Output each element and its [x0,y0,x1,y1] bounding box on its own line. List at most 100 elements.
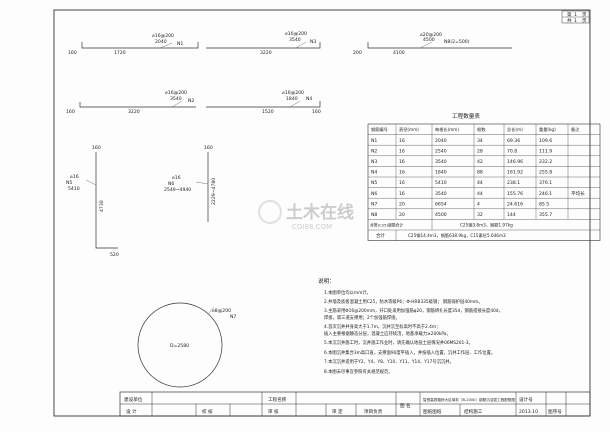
n8-left-dim: 200 [353,50,362,56]
table-cell: N7 [371,201,377,207]
table-header-cell: 钢筋编号 [371,126,388,133]
bar-n6: 160 ⌀16 N6 2549~4940 2229~4780 [164,145,217,222]
title-block: 建设单位 工程名称 设 计 校 核 审 核 审 定 项目负责 图 名 智慧高铁路… [119,391,591,417]
note-line: 6.本图沉井集合3m高口直，支撑面90度平插入，并按插入位置，沉井工作层、工作位… [324,349,495,356]
note-line: 焊接，第三道支撑用；2个加强筋焊接。 [324,314,400,321]
n5-length: 4730 [99,200,105,212]
n3-cut-length: 3540 [289,37,301,43]
n8-length: 4100 [393,50,405,56]
table-cell: 4500 [435,212,447,218]
watermark: 土木在线 COI88.COM [257,199,354,231]
watermark-cn: 土木在线 [286,202,354,223]
n1-diameter: ⌀16@200 [152,33,174,39]
watermark-en: COI88.COM [292,223,332,231]
table-cell: 2540 [435,148,447,154]
table-cell: 28 [477,148,483,154]
table-header-cell: 重量(kg) [539,126,556,133]
n8-diameter: ⌀20@200 [420,32,442,38]
table-sum-value: C25钢3.8m3，钢筋1.97kg [460,222,513,229]
n5-cut-length: 5410 [68,186,80,192]
table-cell: N1 [371,138,377,144]
table-cell: 109.6 [539,138,552,144]
n3-tag: N3 [310,39,316,45]
table-cell: N5 [371,180,377,186]
note-line: 8.本图未尽事宜参照有关规范规范。 [324,368,393,375]
table-header-cell: 根数 [477,126,486,133]
table-cell: 246.1 [539,191,552,197]
n6-top-dim: 160 [204,145,213,151]
table-cell: 255.8 [539,170,552,176]
note-line: 插入主要根据静态分层，混凝土应持续浇，地基承载力≥200kPa。 [324,330,451,337]
sheet-number-box: 第 1 页 共 1 页 [561,10,590,24]
n6-length: 2229~4780 [211,178,217,205]
n4-length: 1520 [262,109,274,115]
table-cell: 70.8 [507,148,517,154]
table-title: 工程数量表 [452,112,480,120]
table-cell: 1840 [435,170,447,176]
table-cell: 4 [477,201,480,207]
n3-diameter: ⌀16@200 [285,31,307,37]
table-header-cell: 直径(mm) [399,126,419,132]
n4-cut-length: 1840 [286,96,298,102]
table-cell: 232.2 [539,159,552,165]
table-cell: 161.92 [507,170,523,176]
table-cell: 85.5 [539,201,549,207]
table-cell: 34 [477,138,483,144]
n7-diameter: ⌀8@200 [212,308,231,314]
notes-heading: 说明： [318,277,335,285]
table-cell: 376.1 [539,180,552,186]
n5-diameter: ⌀16 [70,174,79,180]
table-cell: 42 [477,159,483,165]
table-total-label: 合计 [376,232,385,239]
tb-project-lead: 项目负责 [364,408,383,415]
tb-check: 校 核 [202,408,213,415]
table-cell: N3 [371,159,377,165]
table-header-cell: 每根长(mm) [435,126,459,133]
bar-n1: 160 1720 ⌀16@200 2040 N1 [68,33,199,56]
note-line: 3.主筋采用Φ16@200mm，开口处采用加强筋φ20，钢筋绑扎长度35d，钢筋… [324,307,503,314]
sheet-label-top: 第 [567,11,572,18]
table-cell: 24.616 [507,201,523,207]
note-line: 7.本沉沉井适用于Y2、Y4、Y8、Y10、Y11、Y14、Y17号沉沉井。 [324,358,454,365]
table-cell: 144 [507,212,516,218]
n6-tag: N6 [168,181,174,187]
n6-spec: 2549~4940 [164,187,191,193]
table-cell: 44 [477,180,483,186]
tb-review: 审 核 [268,408,279,415]
tb-drawing-name: 智慧高铁路桥大区域非（B-2000）钢筋沉淀混工程配筋图 [423,397,515,402]
table-header-cell: 总长(m) [507,126,523,133]
table-cell: 69.36 [507,138,520,144]
table-cell: 3540 [435,159,447,165]
watermark-logo [257,199,283,225]
sheet-total: 1 [574,18,577,24]
table-cell: 16 [399,180,405,186]
notes: 说明： 1.本图单位均以mm计。2.井墙及底板混凝土用C25，防水等级P6；Φ-… [318,277,503,375]
tb-date: 2013.10 [519,409,538,415]
n6-diameter: ⌀16 [172,175,181,181]
table-cell: 355.7 [539,212,552,218]
n1-length: 1720 [114,50,126,56]
notes-list: 1.本图单位均以mm计。2.井墙及底板混凝土用C25，防水等级P6；Φ-HRB3… [324,289,503,375]
table-cell: N2 [371,148,377,154]
table-cell: 155.76 [507,191,523,197]
n8-tag: N8(2=500) [444,39,470,45]
table-cell: N6 [371,191,377,197]
table-cell: 20 [399,201,405,207]
note-line: 4.首次沉井井身高大于1.7m，沉井沉至标高时不高于2.4m； [324,323,440,330]
n2-tag: N2 [188,98,194,104]
bar-n2: 160 3220 ⌀16@200 3540 N2 [66,90,196,115]
tb-build-unit: 建设单位 [124,396,143,403]
table-cell: 16 [399,148,405,154]
n4-diameter: ⌀16@200 [282,90,304,96]
tb-project-name: 工程名称 [268,396,287,403]
n3-length: 3220 [260,50,272,56]
table-cell: 20 [399,212,405,218]
table-header-cell: 备注 [571,126,580,133]
table-cell: 111.9 [539,148,552,154]
n5-top-dim: 160 [92,145,101,151]
table-cell: 146.96 [507,159,523,165]
sheet-unit-bot: 页 [582,18,587,24]
